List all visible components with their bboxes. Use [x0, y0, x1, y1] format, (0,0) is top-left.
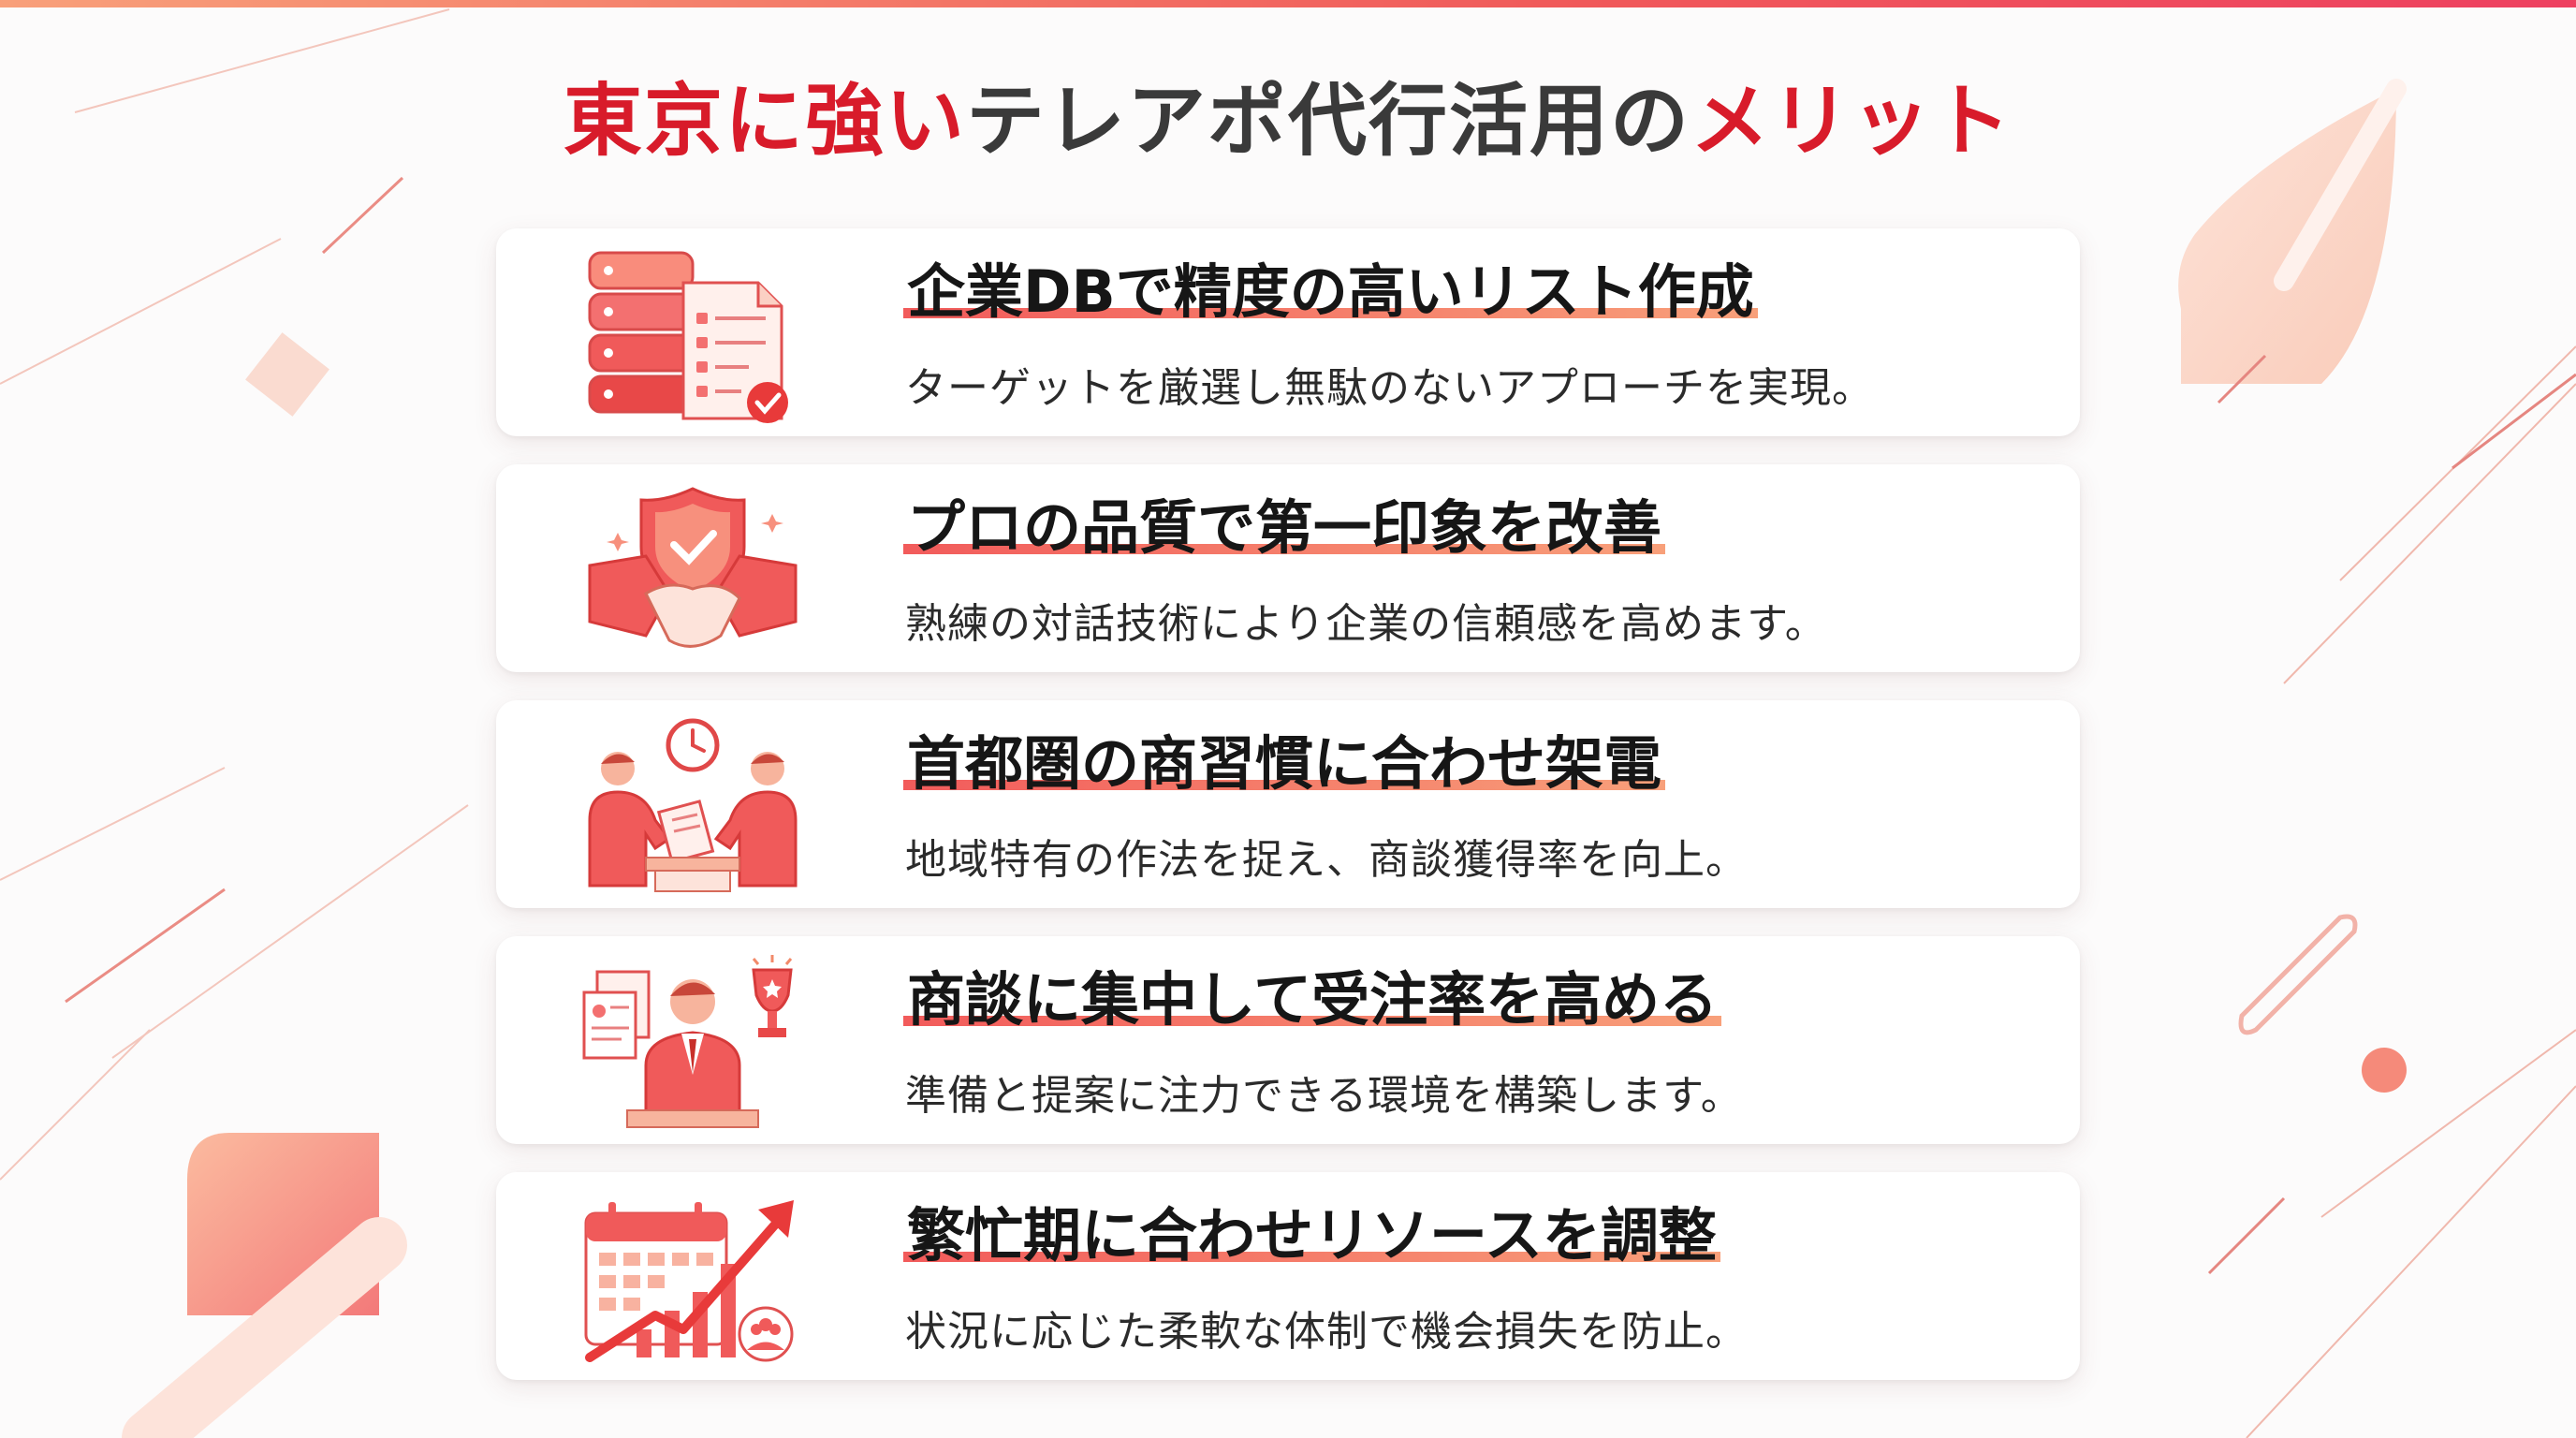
card-heading: 首都圏の商習慣に合わせ架電	[903, 730, 1666, 797]
card-heading: 企業DBで精度の高いリスト作成	[903, 258, 1758, 325]
calendar-growth-chart-icon	[580, 1189, 805, 1367]
businessman-trophy-icon	[580, 953, 805, 1131]
benefit-card-focus-deals: 商談に集中して受注率を高める 準備と提案に注力できる環境を構築します。	[496, 936, 2080, 1144]
card-description: 地域特有の作法を捉え、商談獲得率を向上。	[905, 836, 1748, 884]
card-description: ターゲットを厳選し無駄のないアプローチを実現。	[905, 364, 1874, 412]
card-description: 熟練の対話技術により企業の信頼感を高めます。	[905, 600, 1827, 648]
page-title: 東京に強いテレアポ代行活用のメリット	[563, 75, 2013, 167]
card-description: 状況に応じた柔軟な体制で機会損失を防止。	[905, 1308, 1748, 1356]
card-heading: プロの品質で第一印象を改善	[903, 494, 1666, 561]
decor-dot	[2362, 1048, 2407, 1093]
shield-handshake-icon	[580, 481, 805, 659]
card-description: 準備と提案に注力できる環境を構築します。	[905, 1072, 1743, 1120]
benefit-card-list-creation: 企業DBで精度の高いリスト作成 ターゲットを厳選し無駄のないアプローチを実現。	[496, 228, 2080, 436]
benefit-card-local-customs: 首都圏の商習慣に合わせ架電 地域特有の作法を捉え、商談獲得率を向上。	[496, 700, 2080, 908]
benefit-card-quality: プロの品質で第一印象を改善 熟練の対話技術により企業の信頼感を高めます。	[496, 464, 2080, 672]
decor-square	[245, 332, 329, 417]
business-meeting-clock-icon	[580, 717, 805, 895]
top-accent-bar	[0, 0, 2576, 7]
card-heading: 繁忙期に合わせリソースを調整	[903, 1202, 1720, 1269]
database-document-check-icon	[580, 245, 805, 423]
benefit-card-resource-adjust: 繁忙期に合わせリソースを調整 状況に応じた柔軟な体制で機会損失を防止。	[496, 1172, 2080, 1380]
card-heading: 商談に集中して受注率を高める	[903, 966, 1722, 1033]
